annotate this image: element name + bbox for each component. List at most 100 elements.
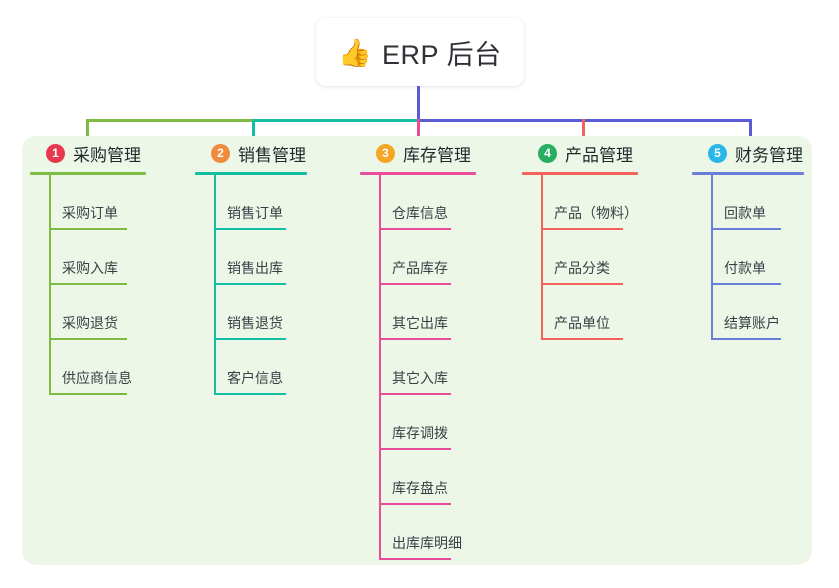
column-finance: 5 财务管理回款单付款单结算账户	[692, 140, 804, 340]
item-spine-purchase	[49, 175, 51, 395]
list-item-rule	[214, 228, 286, 230]
list-item-label: 付款单	[724, 260, 766, 276]
item-list-inventory: 仓库信息产品库存其它出库其它入库库存调拨库存盘点出库库明细	[360, 175, 476, 560]
column-purchase: 1 采购管理采购订单采购入库采购退货供应商信息	[30, 140, 146, 395]
connector-drop-product	[582, 119, 585, 145]
list-item[interactable]: 库存盘点	[360, 450, 476, 505]
column-badge-finance: 5	[708, 143, 727, 163]
column-badge-sales: 2	[211, 143, 230, 163]
list-item-label: 供应商信息	[62, 370, 132, 386]
list-item-rule	[379, 338, 451, 340]
item-list-product: 产品（物料） 产品分类产品单位	[522, 175, 638, 340]
list-item[interactable]: 客户信息	[195, 340, 307, 395]
list-item-label: 回款单	[724, 205, 766, 221]
list-item-label: 产品（物料）	[554, 205, 638, 221]
list-item-label: 出库库明细	[392, 535, 462, 551]
list-item[interactable]: 结算账户	[692, 285, 804, 340]
list-item-rule	[379, 228, 451, 230]
list-item-rule	[49, 228, 127, 230]
column-title-finance: 财务管理	[735, 145, 803, 165]
item-spine-inventory	[379, 175, 381, 560]
list-item[interactable]: 销售出库	[195, 230, 307, 285]
column-rule-sales	[195, 172, 307, 175]
connector-trunk	[417, 86, 420, 122]
list-item[interactable]: 产品库存	[360, 230, 476, 285]
list-item-rule	[541, 228, 623, 230]
list-item-rule	[379, 558, 451, 560]
list-item-rule	[711, 338, 781, 340]
list-item-label: 仓库信息	[392, 205, 448, 221]
column-badge-product: 4	[538, 143, 557, 163]
diagram-panel	[22, 136, 812, 565]
list-item-label: 客户信息	[227, 370, 283, 386]
list-item-rule	[49, 283, 127, 285]
list-item-rule	[541, 338, 623, 340]
column-rule-product	[522, 172, 638, 175]
list-item-label: 采购入库	[62, 260, 118, 276]
item-list-sales: 销售订单销售出库销售退货客户信息	[195, 175, 307, 395]
column-header-product[interactable]: 4 产品管理	[522, 140, 638, 166]
list-item-label: 销售出库	[227, 260, 283, 276]
column-header-finance[interactable]: 5 财务管理	[692, 140, 804, 166]
list-item[interactable]: 产品（物料）	[522, 175, 638, 230]
list-item-label: 产品分类	[554, 260, 610, 276]
list-item[interactable]: 库存调拨	[360, 395, 476, 450]
list-item[interactable]: 付款单	[692, 230, 804, 285]
list-item[interactable]: 产品单位	[522, 285, 638, 340]
list-item[interactable]: 其它入库	[360, 340, 476, 395]
list-item-label: 采购订单	[62, 205, 118, 221]
thumbs-up-icon: 👍	[338, 37, 373, 68]
list-item[interactable]: 采购退货	[30, 285, 146, 340]
list-item[interactable]: 其它出库	[360, 285, 476, 340]
connector-segment-green	[86, 119, 255, 122]
column-badge-purchase: 1	[46, 143, 65, 163]
column-header-sales[interactable]: 2 销售管理	[195, 140, 307, 166]
list-item[interactable]: 采购入库	[30, 230, 146, 285]
list-item-label: 销售退货	[227, 315, 283, 331]
list-item[interactable]: 仓库信息	[360, 175, 476, 230]
column-badge-inventory: 3	[376, 143, 395, 163]
item-spine-sales	[214, 175, 216, 395]
list-item-rule	[214, 338, 286, 340]
list-item-label: 其它入库	[392, 370, 448, 386]
connector-segment-teal	[252, 119, 420, 122]
column-title-purchase: 采购管理	[73, 145, 141, 165]
list-item-label: 产品单位	[554, 315, 610, 331]
list-item[interactable]: 产品分类	[522, 230, 638, 285]
list-item[interactable]: 销售退货	[195, 285, 307, 340]
list-item-rule	[214, 283, 286, 285]
list-item-rule	[214, 393, 286, 395]
list-item-label: 销售订单	[227, 205, 283, 221]
list-item-rule	[379, 448, 451, 450]
list-item-rule	[711, 228, 781, 230]
column-title-product: 产品管理	[565, 145, 633, 165]
list-item-label: 采购退货	[62, 315, 118, 331]
list-item[interactable]: 采购订单	[30, 175, 146, 230]
list-item-rule	[379, 283, 451, 285]
list-item-rule	[711, 283, 781, 285]
list-item-rule	[49, 338, 127, 340]
connector-drop-purchase	[86, 119, 89, 145]
list-item[interactable]: 销售订单	[195, 175, 307, 230]
column-rule-purchase	[30, 172, 146, 175]
root-title: ERP 后台	[382, 39, 502, 70]
root-node[interactable]: 👍 ERP 后台	[316, 18, 524, 86]
column-sales: 2 销售管理销售订单销售出库销售退货客户信息	[195, 140, 307, 395]
column-header-purchase[interactable]: 1 采购管理	[30, 140, 146, 166]
list-item[interactable]: 出库库明细	[360, 505, 476, 560]
list-item-label: 其它出库	[392, 315, 448, 331]
connector-drop-finance	[749, 119, 752, 145]
item-list-purchase: 采购订单采购入库采购退货供应商信息	[30, 175, 146, 395]
column-product: 4 产品管理产品（物料） 产品分类产品单位	[522, 140, 638, 340]
item-spine-finance	[711, 175, 713, 340]
list-item[interactable]: 回款单	[692, 175, 804, 230]
item-spine-product	[541, 175, 543, 340]
column-rule-inventory	[360, 172, 476, 175]
connector-drop-sales	[252, 119, 255, 145]
list-item-rule	[379, 393, 451, 395]
list-item[interactable]: 供应商信息	[30, 340, 146, 395]
column-title-sales: 销售管理	[238, 145, 306, 165]
item-list-finance: 回款单付款单结算账户	[692, 175, 804, 340]
